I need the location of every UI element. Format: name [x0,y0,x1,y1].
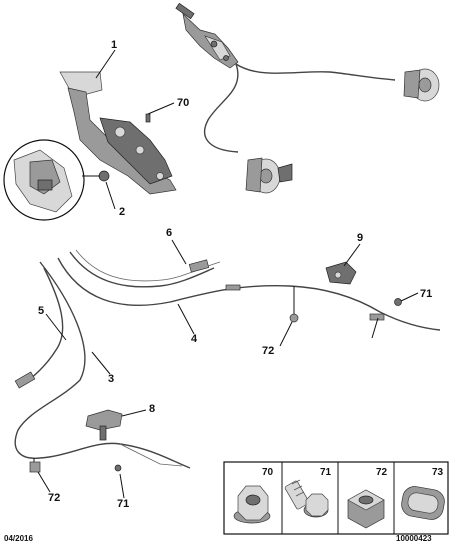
callout-72-lower: 72 [48,492,60,504]
legend-label-71: 71 [320,467,332,478]
callout-72-upper: 72 [262,345,274,357]
callout-8: 8 [149,403,155,415]
cable-4 [57,257,441,339]
footer-ref: 10000423 [396,534,432,543]
callout-5: 5 [38,305,44,317]
handbrake-lever-small [175,2,239,69]
callout-1: 1 [111,39,117,51]
square-nut-icon [347,489,385,529]
legend-label-72: 72 [376,467,388,478]
callout-70: 70 [177,97,189,109]
top-cable-left [204,63,239,153]
footer-date: 04/2016 [4,534,33,543]
bracket-8 [85,409,123,441]
legend-label-73: 73 [432,467,444,478]
callout-3: 3 [108,373,114,385]
legend-label-70: 70 [262,467,274,478]
detail-magnifier [3,139,100,221]
brake-disc-left [245,157,293,194]
brake-disc-right [403,68,440,102]
grommet-icon [401,486,445,520]
callout-6: 6 [166,227,172,239]
top-cable-right [235,63,396,81]
callout-9: 9 [357,232,363,244]
flange-bolt-icon [284,479,329,518]
cable-6 [69,249,221,288]
callout-2: 2 [119,206,125,218]
hardware-small [29,298,402,473]
hardware-legend: 70 71 72 73 [223,461,449,535]
callout-71-lower: 71 [117,498,129,510]
callout-71-upper: 71 [420,288,432,300]
equalizer-9 [325,261,357,285]
handbrake-lever [59,71,177,195]
hex-flange-nut-icon [233,485,271,524]
cable-5 [14,267,64,389]
callout-4: 4 [191,333,198,345]
